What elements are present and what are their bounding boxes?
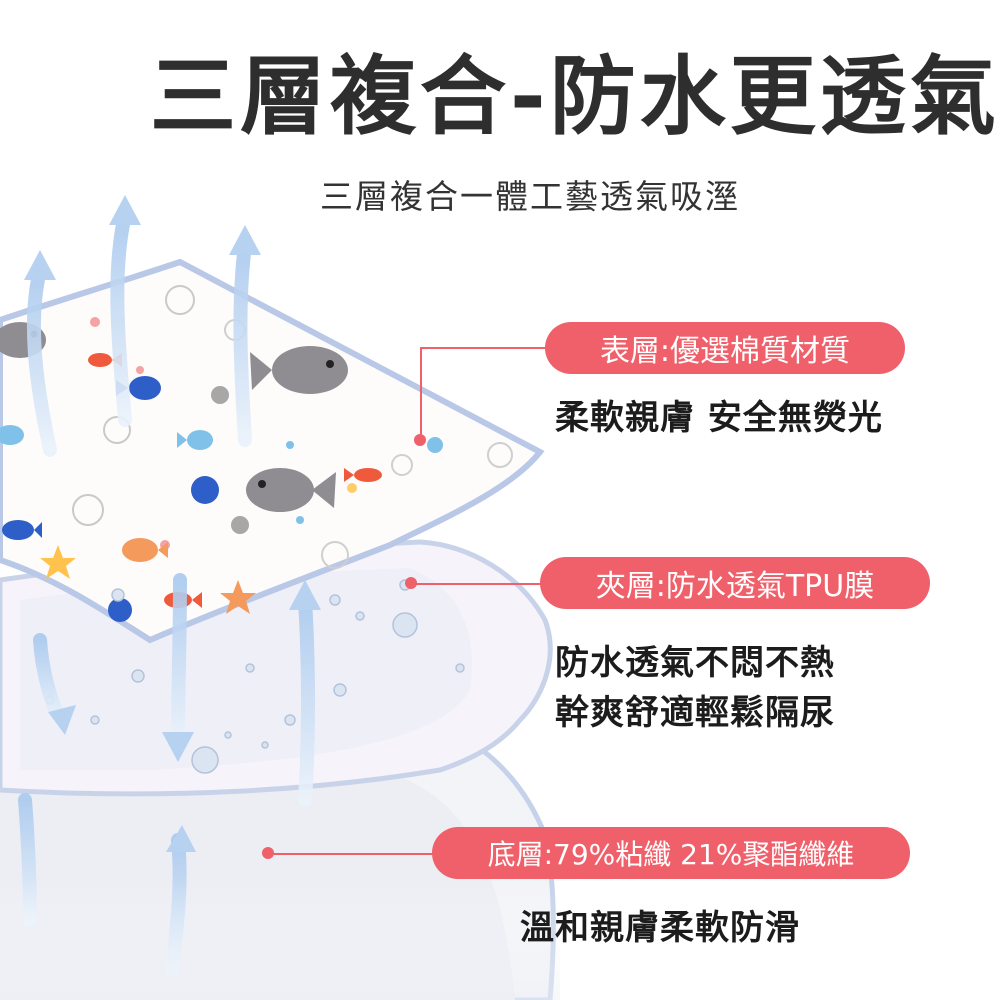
fish-icon — [177, 430, 213, 450]
fish-icon — [246, 468, 336, 512]
fish-icon — [122, 538, 168, 562]
layer-desc-surface: 柔軟親膚 安全無熒光 — [555, 398, 883, 438]
fish-icon — [0, 425, 24, 445]
leader-line-middle — [412, 583, 542, 585]
layer-desc-bottom: 溫和親膚柔軟防滑 — [520, 908, 800, 948]
layer-desc-middle-2: 幹爽舒適輕鬆隔尿 — [555, 693, 835, 733]
fish-icon — [250, 346, 348, 394]
marker-dot-top — [414, 434, 426, 446]
starfish-icon — [220, 580, 256, 614]
page-subtitle: 三層複合一體工藝透氣吸溼 — [320, 177, 740, 216]
marker-dot-bottom — [262, 847, 274, 859]
layer-label-middle: 夾層:防水透氣TPU膜 — [540, 557, 930, 609]
leader-line-top-vertical — [420, 347, 422, 439]
cotton-fish-print-layer — [0, 258, 545, 644]
layer-label-bottom-text: 底層:79%粘纖 21%聚酯纖維 — [487, 838, 855, 871]
layer-label-surface-text: 表層:優選棉質材質 — [599, 334, 851, 369]
leader-line-top — [420, 347, 550, 349]
air-flow-arrow-icon — [24, 195, 321, 852]
fish-icon — [344, 468, 382, 482]
fish-icon — [2, 520, 42, 540]
leader-line-bottom — [268, 853, 438, 855]
page-title: 三層複合-防水更透氣 — [150, 47, 1000, 147]
layer-label-middle-text: 夾層:防水透氣TPU膜 — [595, 569, 875, 604]
starfish-icon — [40, 545, 76, 579]
layer-label-bottom: 底層:79%粘纖 21%聚酯纖維 — [432, 827, 910, 879]
layer-desc-middle-1: 防水透氣不悶不熱 — [555, 643, 835, 683]
marker-dot-middle — [405, 577, 417, 589]
layer-label-surface: 表層:優選棉質材質 — [545, 322, 905, 374]
